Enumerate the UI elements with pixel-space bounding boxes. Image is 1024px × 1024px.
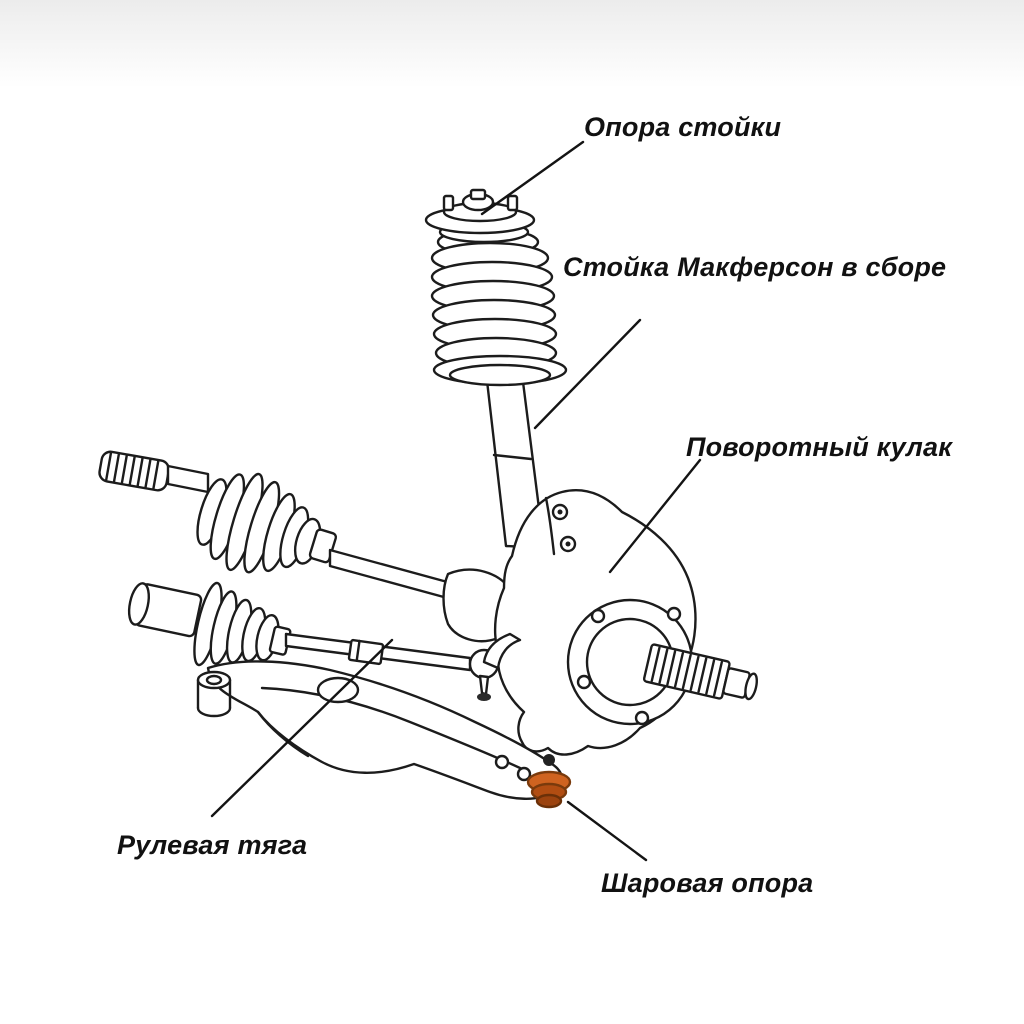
arm-contour (260, 686, 522, 770)
top-shading (0, 0, 1024, 88)
leader-strut-assembly (533, 318, 642, 430)
arm-hole-2 (516, 766, 532, 782)
strut-top-mount (424, 188, 536, 244)
leader-tie-rod (210, 638, 394, 818)
leader-steering-knuckle (608, 458, 702, 574)
axle-shaft-right (328, 548, 464, 604)
ball-joint-stud (543, 754, 555, 766)
strut-assembly-drawing (424, 188, 568, 550)
arm-bushing (196, 670, 232, 718)
axle-boot (196, 472, 338, 574)
ball-joint-drawing (526, 754, 572, 809)
steering-arm (482, 632, 522, 670)
label-strut-assembly: Стойка Макферсон в сборе (563, 252, 947, 282)
arm-fold (256, 710, 310, 758)
leader-lines (210, 140, 702, 862)
steering-rack (127, 581, 500, 701)
label-strut-mount: Опора стойки (584, 112, 782, 142)
coil-spring (430, 227, 558, 370)
ball-joint-bottom-ring (535, 793, 563, 809)
drive-axle (98, 450, 518, 643)
axle-stub-splined (642, 643, 758, 701)
label-ball-joint: Шаровая опора (601, 868, 814, 898)
label-tie-rod: Рулевая тяга (117, 830, 308, 860)
steering-knuckle-drawing (482, 489, 758, 756)
leader-strut-mount (480, 140, 585, 216)
axle-shaft-left (166, 464, 210, 494)
leader-ball-joint (566, 800, 648, 862)
clamp-slot (544, 496, 556, 556)
axle-splined-end (98, 450, 171, 492)
arm-hole-1 (494, 754, 510, 770)
spring-seat (432, 354, 568, 387)
arm-lightening-hole (316, 676, 360, 704)
label-steering-knuckle: Поворотный кулак (686, 432, 953, 462)
rack-tube-end (127, 582, 203, 638)
